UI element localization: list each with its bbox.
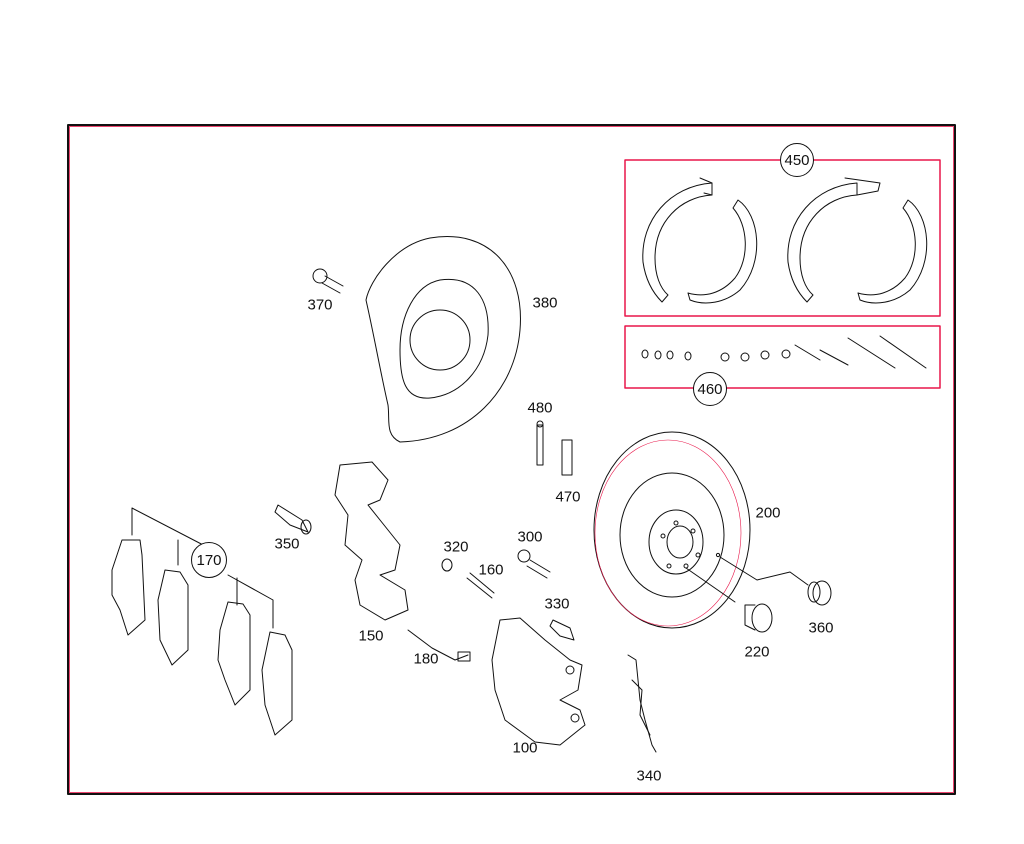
part-label-330[interactable]: 330	[544, 595, 570, 613]
guide-pin-icon	[536, 420, 573, 476]
part-label-380[interactable]: 380	[532, 294, 558, 312]
bolt-370-icon	[312, 268, 344, 294]
disc-screw-icon	[744, 603, 773, 633]
backing-plate-icon	[365, 236, 521, 443]
part-label-160[interactable]: 160	[478, 561, 504, 579]
callout-450[interactable]: 450	[780, 143, 814, 177]
part-label-350[interactable]: 350	[274, 535, 300, 553]
caliper-carrier-icon	[334, 461, 409, 621]
part-label-150[interactable]: 150	[358, 627, 384, 645]
part-label-340[interactable]: 340	[636, 767, 662, 785]
leader-line-360	[719, 556, 809, 586]
part-label-100[interactable]: 100	[512, 739, 538, 757]
spring-clip-icon	[627, 654, 657, 753]
guide-sleeve-icon	[274, 504, 312, 535]
callout-460[interactable]: 460	[693, 372, 727, 406]
leader-line-220	[685, 567, 736, 603]
brake-pads-icon	[111, 507, 293, 736]
part-label-220[interactable]: 220	[744, 643, 770, 661]
part-label-470[interactable]: 470	[555, 488, 581, 506]
part-label-180[interactable]: 180	[413, 650, 439, 668]
plug-icon	[807, 580, 832, 606]
part-label-480[interactable]: 480	[527, 399, 553, 417]
brake-caliper-icon	[491, 617, 586, 746]
callout-170[interactable]: 170	[191, 542, 227, 578]
part-label-370[interactable]: 370	[307, 296, 333, 314]
part-label-320[interactable]: 320	[443, 538, 469, 556]
group-box-460	[624, 325, 941, 389]
hardware-kit-icon	[641, 335, 927, 369]
wear-sensor-icon	[407, 629, 471, 662]
part-label-200[interactable]: 200	[755, 504, 781, 522]
small-fasteners-icon	[441, 549, 575, 641]
brake-disc-icon	[593, 431, 751, 629]
group-box-450	[624, 159, 941, 317]
diagram-frame	[67, 124, 956, 795]
part-label-300[interactable]: 300	[517, 528, 543, 546]
brake-shoes-icon	[642, 177, 928, 304]
part-label-360[interactable]: 360	[808, 619, 834, 637]
